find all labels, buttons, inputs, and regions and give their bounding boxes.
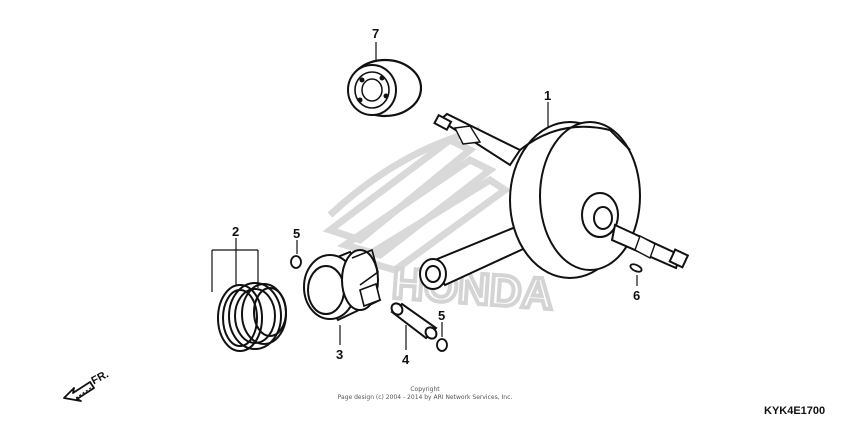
front-label: FR. <box>89 368 110 387</box>
callout-4: 4 <box>402 352 410 367</box>
clip-part-5-lower[interactable] <box>436 338 448 352</box>
leader-bracket-2 <box>211 238 259 292</box>
copyright-notice: Copyright Page design (c) 2004 - 2014 by… <box>300 386 550 402</box>
front-direction-arrow: FR. <box>63 368 111 402</box>
callout-7: 7 <box>372 26 379 41</box>
copyright-line: Page design (c) 2004 - 2014 by ARI Netwo… <box>337 394 513 401</box>
clip-part-5-upper[interactable] <box>290 255 302 269</box>
bearing-part-7[interactable] <box>347 58 423 118</box>
crankshaft-part-1[interactable] <box>419 112 690 290</box>
diagram-code: KYK4E1700 <box>764 405 826 417</box>
piston-part-3[interactable] <box>303 248 382 322</box>
callout-3: 3 <box>336 347 343 362</box>
callout-5-upper: 5 <box>293 226 300 241</box>
callout-5-lower: 5 <box>438 308 445 323</box>
key-part-6[interactable] <box>629 263 643 274</box>
callout-6: 6 <box>633 288 640 303</box>
arrow-left-icon <box>63 381 95 402</box>
piston-pin-part-4[interactable] <box>389 301 438 341</box>
piston-rings-part-2[interactable] <box>217 282 287 352</box>
callout-1: 1 <box>544 88 551 103</box>
copyright-title: Copyright <box>410 386 440 393</box>
callout-2: 2 <box>232 224 239 239</box>
